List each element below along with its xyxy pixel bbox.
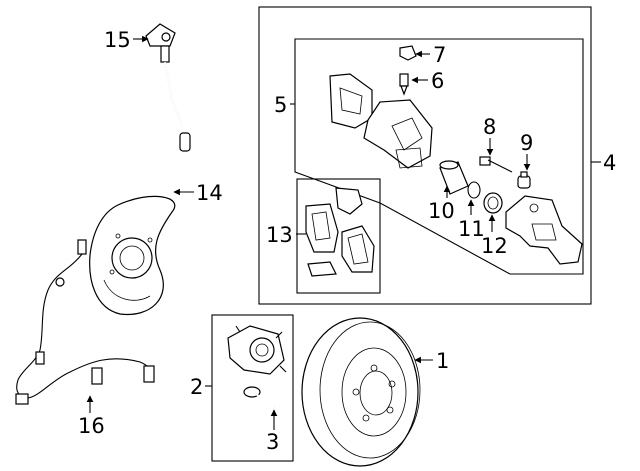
wheel-stud-part — [243, 386, 275, 409]
callout-2: 2 — [190, 375, 203, 399]
callout-14: 14 — [196, 181, 223, 205]
wheel-speed-sensor-part — [145, 23, 191, 152]
callout-15: 15 — [104, 28, 131, 52]
callout-5: 5 — [274, 93, 287, 117]
dust-shield-part — [89, 195, 176, 316]
callout-4: 4 — [603, 151, 616, 175]
bleeder-cap-part — [399, 45, 417, 61]
piston-part — [439, 160, 469, 195]
callout-6: 6 — [431, 69, 444, 93]
caliper-subassembly-box — [294, 38, 584, 275]
callout-11: 11 — [458, 217, 485, 241]
hub-bearing-part — [227, 325, 287, 375]
caliper-bracket-part — [505, 195, 583, 265]
brake-pads-part — [305, 187, 375, 277]
callout-3: 3 — [266, 430, 279, 454]
brake-pad-kit-box — [296, 178, 381, 294]
callout-1: 1 — [436, 349, 449, 373]
bleeder-screw-part — [399, 73, 409, 96]
callout-7: 7 — [433, 43, 446, 67]
piston-seal-part — [467, 181, 481, 199]
callout-8: 8 — [483, 115, 496, 139]
callout-12: 12 — [481, 234, 508, 258]
callout-16: 16 — [78, 414, 105, 438]
callout-10: 10 — [428, 199, 455, 223]
abs-wire-harness-part — [15, 239, 155, 405]
guide-pin-boot-part — [517, 171, 531, 189]
caliper-housing-part — [329, 73, 433, 169]
guide-pin-bolt-part — [479, 156, 513, 173]
callout-9: 9 — [520, 131, 533, 155]
brake-rotor-part — [301, 317, 421, 467]
caliper-assembly-box — [258, 6, 592, 305]
callout-13: 13 — [266, 223, 293, 247]
dust-boot-part — [483, 192, 503, 214]
hub-assembly-box — [211, 314, 294, 462]
